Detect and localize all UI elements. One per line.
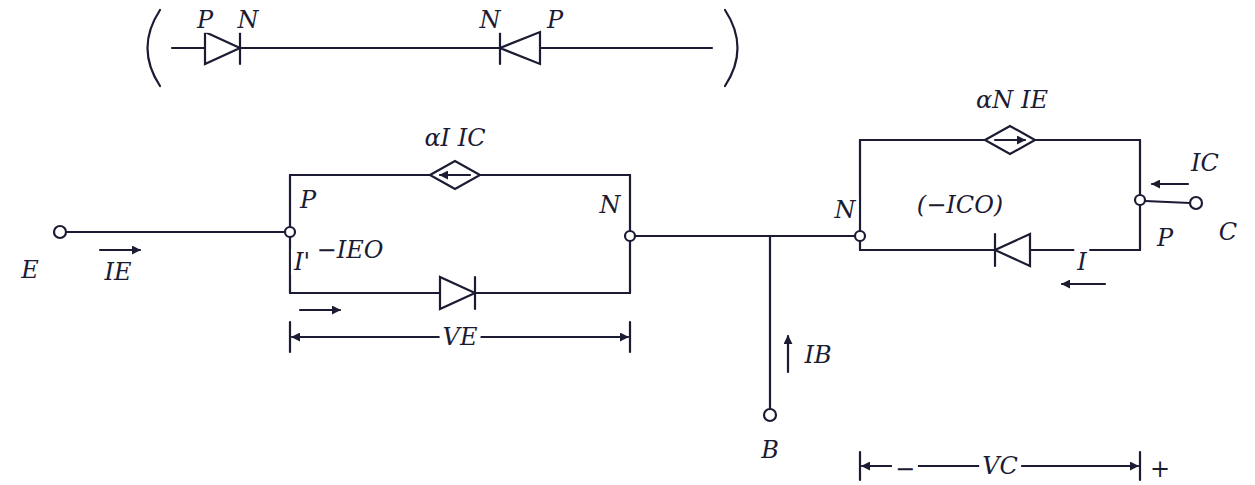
source-label: αI IC — [421, 125, 488, 151]
dimension-tick — [289, 322, 291, 352]
polarity-sign: + — [1147, 456, 1173, 482]
wire — [475, 292, 630, 294]
current-label: IE — [102, 259, 135, 285]
layer-letter: N — [235, 7, 262, 33]
wire — [629, 241, 631, 293]
polarity-sign: − — [892, 456, 918, 482]
terminal-name: E — [18, 257, 42, 283]
current-label: I' — [291, 249, 313, 275]
wire — [1139, 205, 1141, 250]
voltage-label: VC — [979, 453, 1021, 479]
layer-letter: N — [832, 197, 859, 223]
source-label: αN IE — [973, 87, 1051, 113]
dimension-tick — [859, 452, 861, 480]
wire — [1139, 140, 1141, 195]
voltage-label: VE — [440, 324, 481, 350]
wire — [290, 174, 430, 176]
layer-letter: N — [477, 7, 504, 33]
wire — [635, 235, 855, 237]
layer-letter: P — [544, 7, 566, 33]
dimension-tick — [1139, 452, 1141, 480]
wire — [540, 47, 712, 49]
source-arrow — [995, 139, 1025, 141]
current-source — [985, 126, 1035, 154]
node-dot — [855, 231, 865, 241]
wire — [480, 174, 630, 176]
node-dot — [1135, 195, 1145, 205]
wire — [629, 175, 631, 231]
current-arrow — [100, 249, 140, 251]
layer-letter: P — [297, 187, 319, 213]
leakage-label: (−ICO) — [914, 192, 1006, 218]
diode-symbol — [500, 32, 540, 64]
current-label: I — [1074, 249, 1089, 275]
source-arrow — [440, 174, 470, 176]
terminal-name: B — [758, 437, 782, 463]
diode-symbol — [995, 234, 1030, 266]
current-arrow — [300, 309, 340, 311]
wire — [289, 175, 291, 227]
layer-letter: P — [1154, 225, 1176, 251]
wire — [769, 236, 771, 409]
wire — [1145, 201, 1190, 203]
node-dot — [625, 231, 635, 241]
current-source — [430, 161, 480, 189]
dimension-tick — [629, 322, 631, 352]
terminal — [764, 409, 776, 421]
diode-symbol — [440, 277, 475, 309]
current-arrow — [1152, 183, 1188, 185]
wire — [240, 47, 500, 49]
terminal-name: C — [1216, 219, 1240, 245]
current-label: IC — [1188, 150, 1222, 176]
terminal — [1190, 197, 1202, 209]
layer-letter: N — [597, 192, 624, 218]
leakage-label: −IEO — [314, 237, 387, 263]
current-arrow — [1062, 283, 1105, 285]
wire — [172, 47, 205, 49]
bracket — [725, 10, 738, 86]
wire — [859, 140, 861, 231]
diode-symbol — [205, 32, 240, 64]
layer-letter: P — [194, 7, 216, 33]
terminal — [54, 226, 66, 238]
wire — [66, 231, 285, 233]
wire — [290, 292, 440, 294]
wire — [860, 139, 985, 141]
node-dot — [285, 227, 295, 237]
wire — [860, 249, 995, 251]
current-arrow — [787, 336, 789, 372]
wire — [859, 241, 861, 250]
bracket — [148, 10, 161, 86]
current-label: IB — [801, 342, 834, 368]
wire — [1035, 139, 1140, 141]
